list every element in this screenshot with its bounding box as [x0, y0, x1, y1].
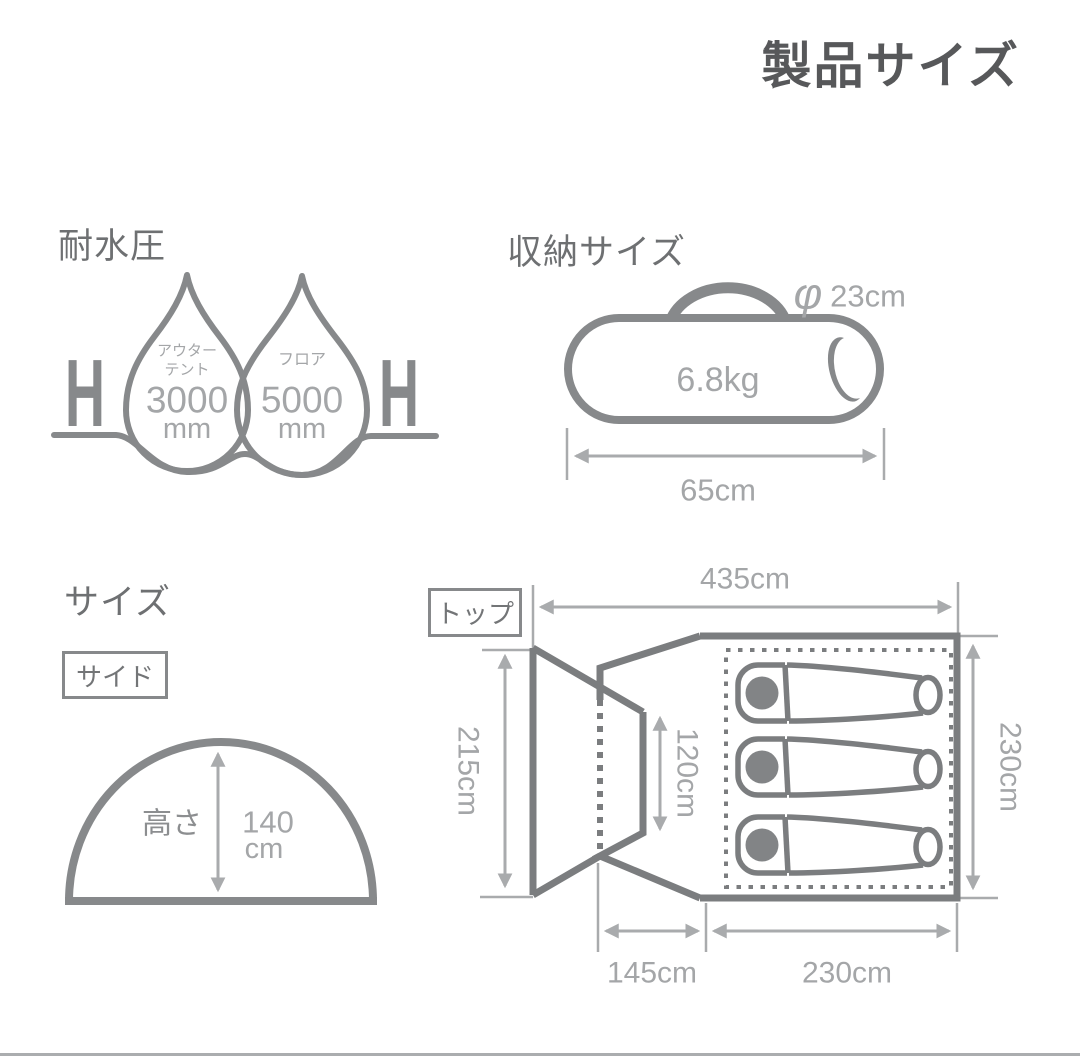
drop-right-value: 5000 — [261, 380, 343, 421]
drop-left-unit: mm — [163, 413, 211, 445]
fabric-h-symbol-left: H — [65, 339, 105, 447]
inner-length-label: 230cm — [802, 957, 892, 990]
side-view-label-box: サイド — [62, 651, 168, 699]
water-drop-floor — [234, 273, 370, 478]
bag-weight-label: 6.8kg — [676, 361, 759, 399]
side-view-diagram: 高さ 140 cm — [65, 738, 377, 905]
vestibule-roof-edge — [596, 632, 702, 700]
bag-length-label: 65cm — [680, 473, 756, 508]
storage-bag-body — [564, 314, 884, 424]
water-resistance-heading: 耐水圧 — [58, 227, 167, 266]
door-width-label: 120cm — [671, 728, 704, 818]
water-resistance-diagram: H H アウター テント 3000 mm フロア 5000 mm — [51, 272, 439, 478]
sleeping-bag — [738, 665, 940, 721]
inner-depth-label: 230cm — [994, 722, 1027, 812]
side-view-label: サイド — [75, 661, 154, 692]
height-label: 高さ — [142, 808, 202, 841]
overall-length-label: 435cm — [700, 563, 790, 596]
door-opening-edge — [591, 712, 702, 902]
diameter-symbol: φ — [794, 270, 823, 319]
tent-dome-outline — [65, 738, 377, 902]
top-view-label-box: トップ — [428, 588, 522, 637]
bottom-divider — [0, 1053, 1080, 1056]
height-unit: cm — [245, 833, 284, 865]
page-title: 製品サイズ — [761, 38, 1020, 94]
flap-top-edge — [531, 644, 645, 716]
drop-left-value: 3000 — [146, 380, 228, 421]
diameter-value: 23cm — [830, 279, 906, 314]
flap-bottom-edge — [531, 852, 602, 899]
size-heading: サイズ — [64, 583, 171, 622]
storage-bag-diagram: 6.8kg φ 23cm 65cm — [564, 270, 906, 508]
bag-end-opening — [827, 337, 860, 402]
fabric-h-symbol-right: H — [379, 339, 419, 447]
vestibule-length-label: 145cm — [607, 957, 697, 990]
front-width-label: 215cm — [452, 726, 485, 816]
sleeping-bag — [738, 739, 940, 795]
inner-tent-dotted-outline — [724, 648, 953, 889]
water-drop-outer-tent — [123, 272, 251, 474]
drop-left-label-line2: テント — [164, 362, 209, 379]
top-view-label: トップ — [435, 599, 514, 629]
drop-right-label-line1: フロア — [278, 352, 326, 369]
top-view-diagram: 435cm 215cm 120cm 230cm 145cm 230cm — [452, 563, 1027, 990]
storage-size-heading: 収納サイズ — [507, 233, 686, 272]
carry-handle — [664, 282, 792, 325]
sleeping-bag — [738, 817, 940, 873]
tent-body-outline — [700, 632, 961, 902]
height-value: 140 — [242, 805, 294, 840]
drop-right-unit: mm — [278, 413, 326, 445]
drop-left-label-line1: アウター — [157, 343, 217, 360]
